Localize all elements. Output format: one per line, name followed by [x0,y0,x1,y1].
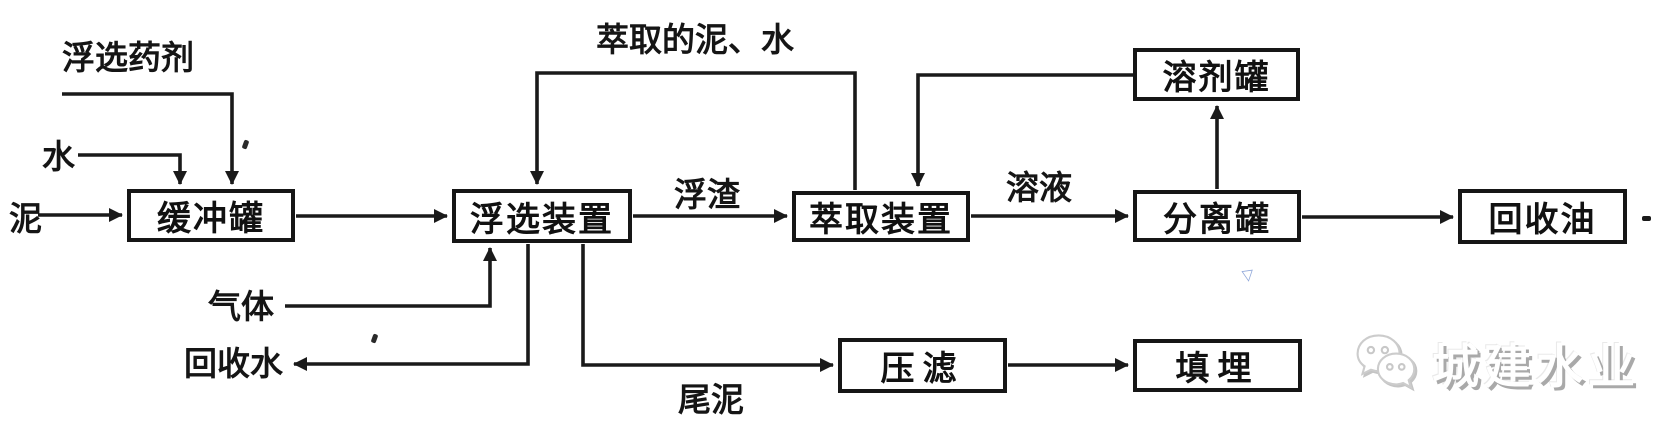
edge-extraction-recycle-to-flotation [530,71,857,190]
blue-annotation-artifact: ▽ [1240,265,1255,285]
node-solvent-tank: 溶剂罐 [1133,48,1300,101]
wechat-icon [1356,334,1416,390]
node-filter-press: 压滤 [838,338,1007,393]
label-extracted-mud-water: 萃取的泥、水 [596,20,794,59]
edge-flotation-to-recovered-water [293,244,530,371]
watermark-brand-text: 城建水业 [1432,339,1640,395]
edge-dot-artifact [1642,216,1651,221]
label-tail-mud: 尾泥 [678,380,744,419]
label-gas: 气体 [208,287,274,326]
edge-flotation-to-filter-press [581,244,834,372]
edge-agent-to-buffer [62,92,239,185]
edge-water-to-buffer [78,153,187,185]
edge-gas-to-flotation [285,247,497,308]
label-water: 水 [42,137,75,176]
node-flotation-unit: 浮选装置 [452,189,632,243]
node-separation-tank: 分离罐 [1133,190,1301,242]
label-mud: 泥 [9,199,42,238]
node-buffer-tank: 缓冲罐 [127,189,295,242]
watermark: 城建水业 [1352,326,1640,398]
node-landfill: 填埋 [1133,339,1302,392]
node-extraction-unit: 萃取装置 [792,191,970,242]
label-flotation-agent: 浮选药剂 [62,38,194,77]
label-solution: 溶液 [1006,168,1072,207]
edge-solvent-to-extraction [911,73,1133,187]
label-recovered-water: 回收水 [184,344,283,383]
node-recovered-oil: 回收油 [1458,189,1627,244]
label-scum: 浮渣 [674,175,740,214]
